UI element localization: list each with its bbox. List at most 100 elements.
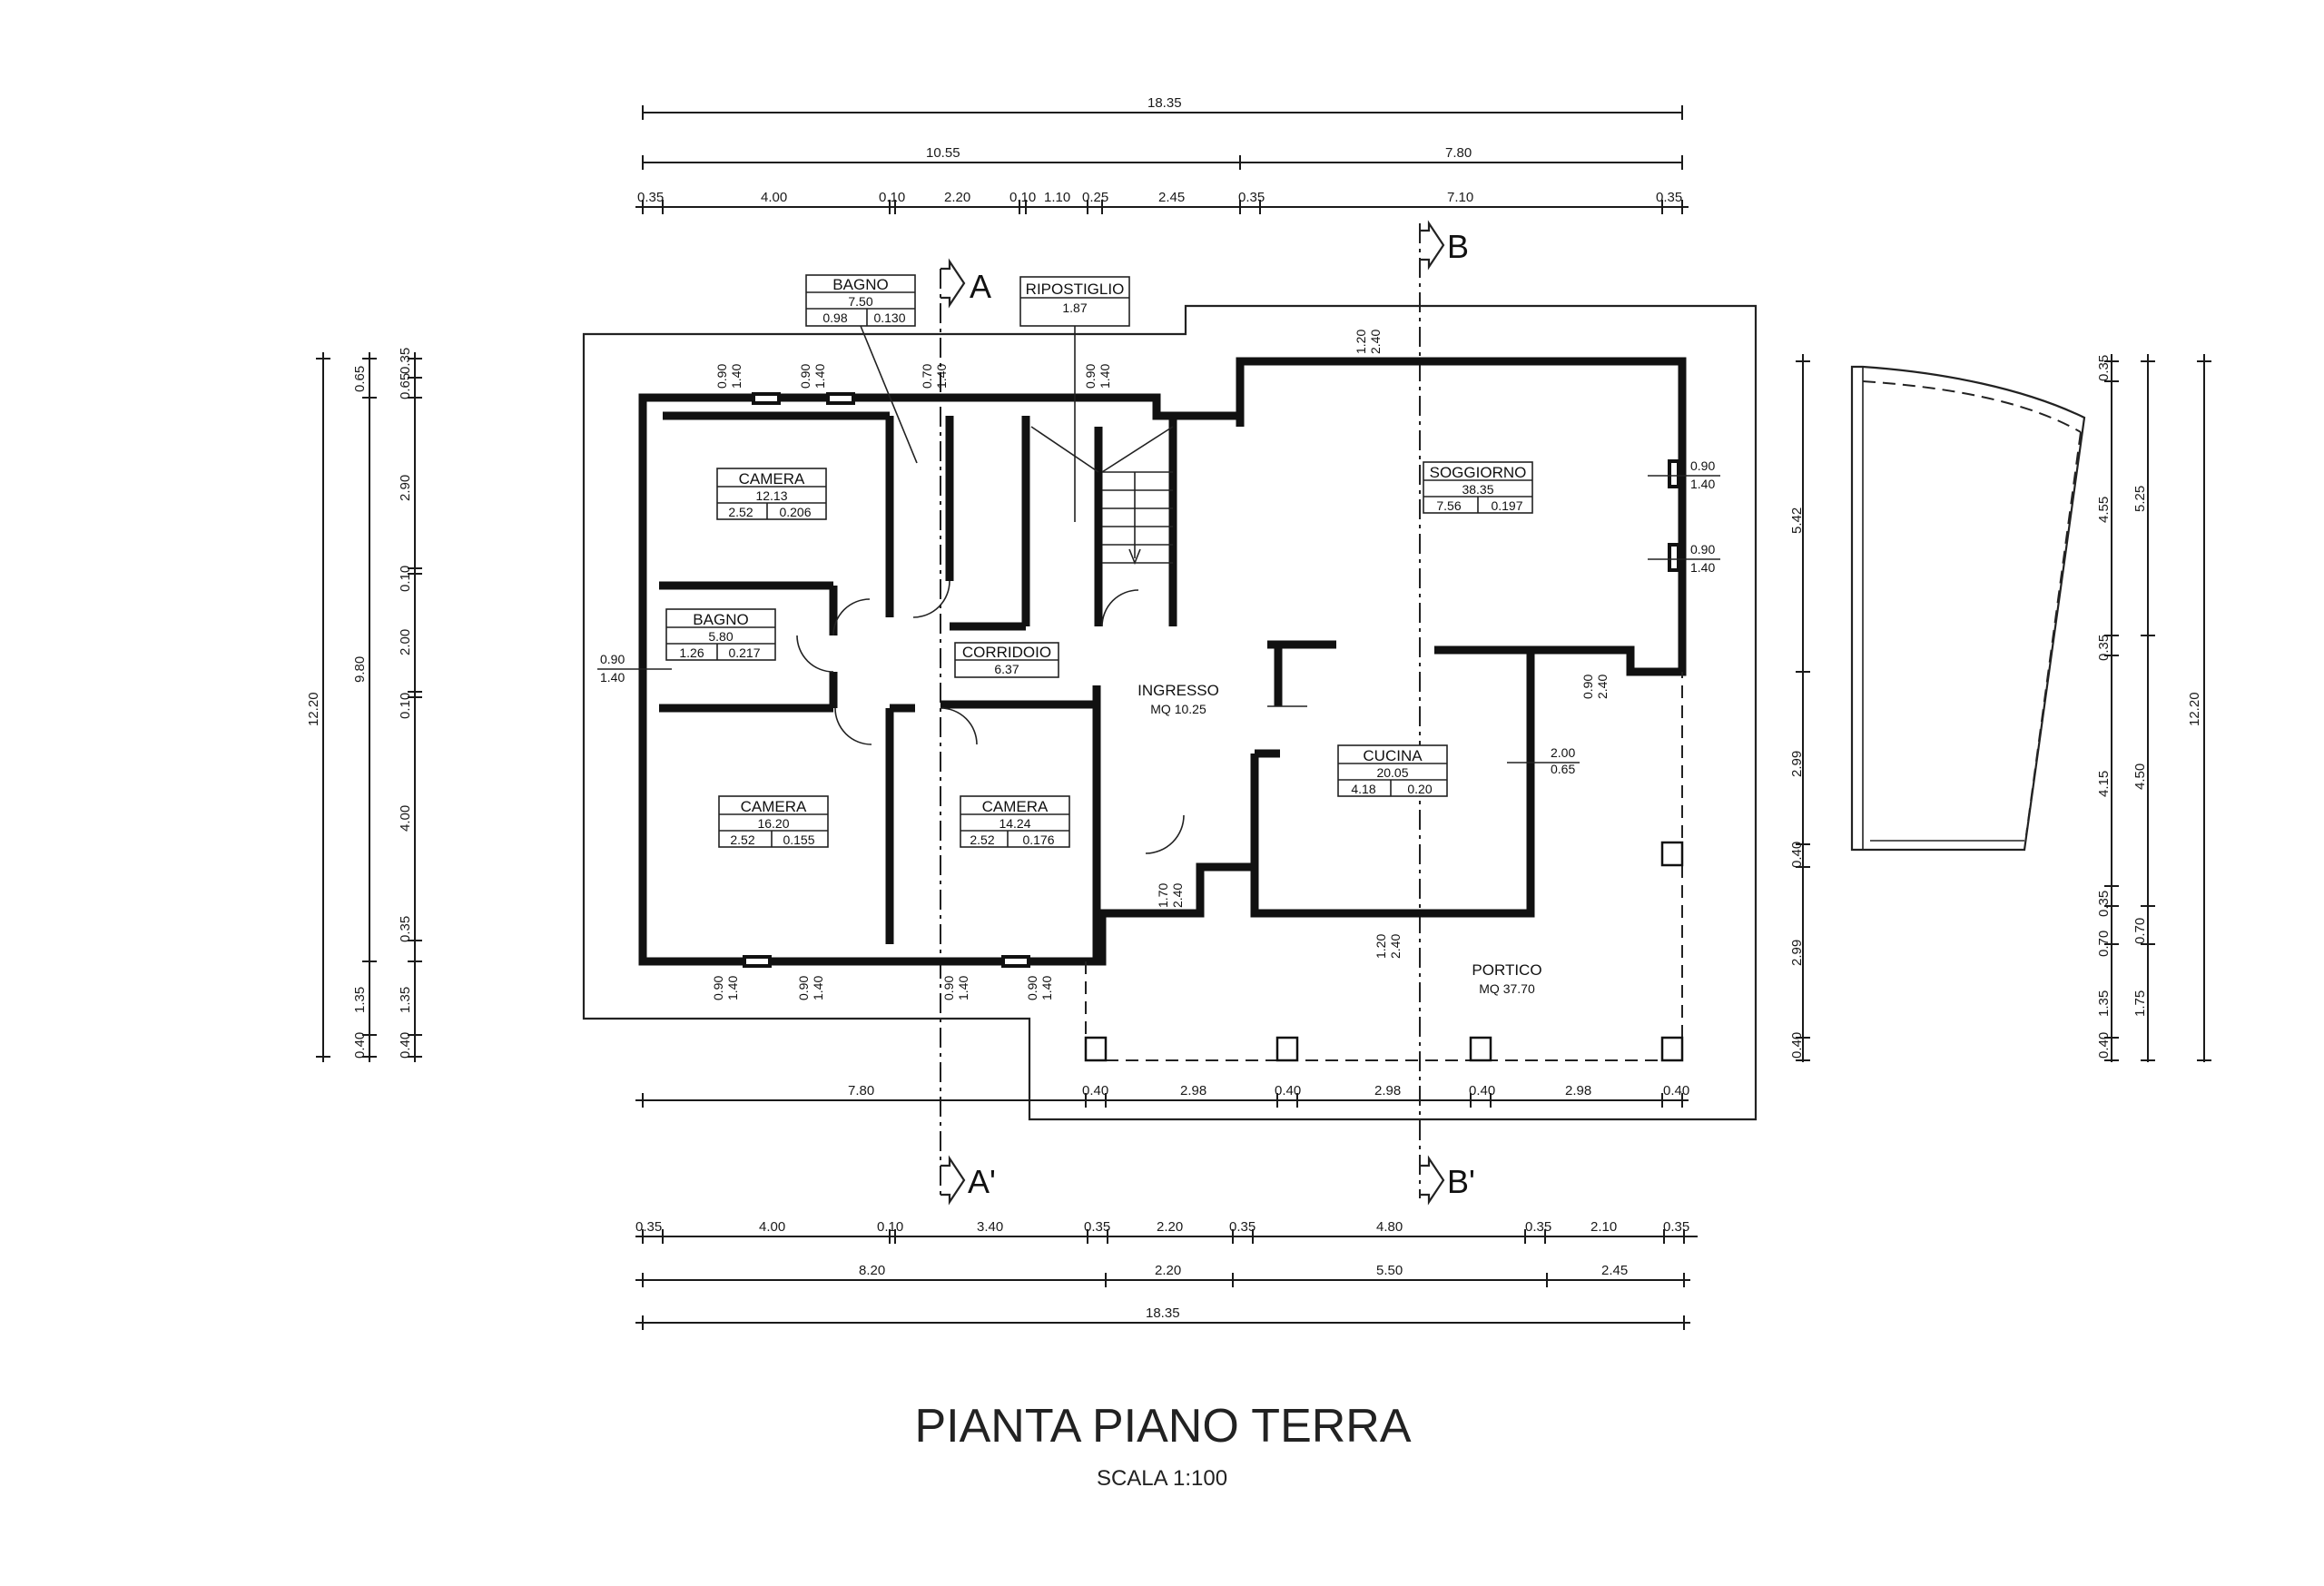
dim-right-detail-2: 4.55: [2096, 497, 2112, 523]
opening-height: 1.40: [934, 364, 949, 389]
section-b-prime-label: B': [1447, 1163, 1475, 1200]
dim-bottom-split-2: 2.20: [1155, 1263, 1181, 1278]
room-area: 7.50: [848, 294, 872, 309]
dim-left-detail-9: 1.35: [398, 987, 413, 1013]
dim-bottom-detail-9: 0.35: [1525, 1219, 1551, 1235]
section-a-label: A: [970, 268, 991, 305]
room-name: BAGNO: [832, 276, 888, 293]
opening-height: 2.40: [1595, 675, 1610, 699]
dim-right-inner-3: 0.40: [1789, 842, 1805, 868]
opening-width: 0.70: [920, 364, 934, 389]
portico-area: MQ 37.70: [1479, 981, 1535, 996]
section-a-prime-label: A': [968, 1163, 996, 1200]
opening-height: 1.40: [1039, 976, 1054, 1000]
dim-right-mid-3: 0.70: [2132, 918, 2148, 944]
site-outline: [582, 304, 1758, 1121]
dim-bottom-detail-8: 4.80: [1376, 1219, 1403, 1235]
opening-height: 2.40: [1388, 934, 1403, 959]
room-area: 20.05: [1376, 765, 1408, 780]
ingresso-area: MQ 10.25: [1150, 702, 1206, 716]
dim-left-outer-2: 1.35: [352, 987, 368, 1013]
room-name: BAGNO: [693, 611, 748, 628]
side-elevation: [1850, 365, 2086, 852]
opening-height: 1.40: [956, 976, 970, 1000]
building-walls: [638, 357, 1687, 966]
dim-top-detail-10: 7.10: [1447, 190, 1473, 205]
dim-left-inner: 9.80: [352, 656, 368, 683]
room-ratio-b: 0.155: [783, 832, 814, 847]
dim-right-detail-1: 0.35: [2096, 355, 2112, 381]
dim-left-total: 12.20: [306, 692, 321, 726]
top-dimension-chains: 18.35 10.55 7.80 0.35 4.00 0.10 2.20 0.1…: [635, 95, 1689, 214]
section-b-prime-arrow-icon: B': [1420, 1155, 1475, 1206]
opening-width: 1.20: [1354, 330, 1368, 354]
room-area: 1.87: [1062, 300, 1087, 315]
opening-width: 0.90: [711, 976, 725, 1000]
dim-bottom-detail-4: 3.40: [977, 1219, 1003, 1235]
opening-width: 0.90: [1690, 542, 1715, 557]
opening-height: 1.40: [1098, 364, 1112, 389]
room-label-camera-2: CAMERA 16.20 2.52 0.155: [718, 795, 829, 848]
room-ratio-b: 0.130: [873, 310, 905, 325]
dim-right-detail-3: 0.35: [2096, 635, 2112, 661]
opening-width: 1.20: [1374, 934, 1388, 959]
dim-porch-8: 0.40: [1663, 1083, 1689, 1098]
room-ratio-a: 1.26: [679, 645, 704, 660]
dim-top-detail-7: 0.25: [1082, 190, 1108, 205]
room-ratio-b: 0.197: [1491, 498, 1522, 513]
room-ratio-b: 0.176: [1022, 832, 1054, 847]
dim-right-detail-6: 0.70: [2096, 931, 2112, 957]
dim-bottom-split-3: 5.50: [1376, 1263, 1403, 1278]
bottom-dimension-chains: 7.80 0.40 2.98 0.40 2.98 0.40 2.98 0.40 …: [635, 1083, 1698, 1330]
opening-height: 2.40: [1170, 883, 1185, 908]
dim-top-detail-5: 0.10: [1009, 190, 1036, 205]
room-ratio-b: 0.217: [728, 645, 760, 660]
dim-right-inner-4: 2.99: [1789, 940, 1805, 966]
opening-width: 0.90: [941, 976, 956, 1000]
room-ratio-a: 7.56: [1436, 498, 1461, 513]
room-name: CUCINA: [1363, 747, 1423, 764]
dim-top-detail-2: 4.00: [761, 190, 787, 205]
opening-height: 0.65: [1551, 762, 1575, 776]
room-ratio-b: 0.20: [1407, 782, 1432, 796]
opening-height: 1.40: [725, 976, 740, 1000]
dim-bottom-split-1: 8.20: [859, 1263, 885, 1278]
dim-top-detail-1: 0.35: [637, 190, 664, 205]
room-label-bagno-top: BAGNO 7.50 0.98 0.130: [805, 274, 918, 464]
room-labels: BAGNO 7.50 0.98 0.130 RIPOSTIGLIO 1.87 C…: [665, 274, 1542, 996]
porch-column: [1660, 841, 1684, 867]
room-label-soggiorno: SOGGIORNO 38.35 7.56 0.197: [1423, 461, 1533, 514]
porch-column: [1660, 1036, 1684, 1062]
opening-width: 1.70: [1156, 883, 1170, 908]
room-label-corridoio: CORRIDOIO 6.37: [954, 642, 1059, 678]
opening-width: 0.90: [600, 652, 625, 666]
ingresso-label: INGRESSO: [1137, 682, 1219, 699]
room-label-bagno-small: BAGNO 5.80 1.26 0.217: [665, 608, 776, 661]
section-b-label: B: [1447, 228, 1469, 265]
dim-top-split-2: 7.80: [1445, 145, 1472, 161]
dim-right-detail-8: 0.40: [2096, 1032, 2112, 1059]
dim-right-inner-2: 2.99: [1789, 751, 1805, 777]
room-name: CAMERA: [739, 470, 805, 488]
opening-height: 1.40: [812, 364, 827, 389]
left-dimension-chains: 12.20 0.65 9.80 1.35 0.40 0.35 0: [306, 348, 422, 1062]
dim-porch-4: 0.40: [1275, 1083, 1301, 1098]
dim-right-mid-4: 1.75: [2132, 990, 2148, 1017]
dim-left-detail-2: 0.65: [398, 373, 413, 399]
dim-left-detail-7: 4.00: [398, 805, 413, 832]
dim-top-detail-3: 0.10: [879, 190, 905, 205]
room-ratio-a: 2.52: [728, 505, 753, 519]
dim-right-inner-1: 5.42: [1789, 507, 1805, 534]
dim-bottom-detail-6: 2.20: [1157, 1219, 1183, 1235]
dim-bottom-split-4: 2.45: [1601, 1263, 1628, 1278]
dim-porch-1: 7.80: [848, 1083, 874, 1098]
dim-bottom-detail-1: 0.35: [635, 1219, 662, 1235]
opening-height: 1.40: [811, 976, 825, 1000]
room-label-camera-1: CAMERA 12.13 2.52 0.206: [716, 468, 827, 520]
dim-left-detail-6: 0.10: [398, 693, 413, 719]
opening-width: 0.90: [1083, 364, 1098, 389]
door-swings: [796, 580, 1307, 854]
dim-porch-6: 0.40: [1469, 1083, 1495, 1098]
